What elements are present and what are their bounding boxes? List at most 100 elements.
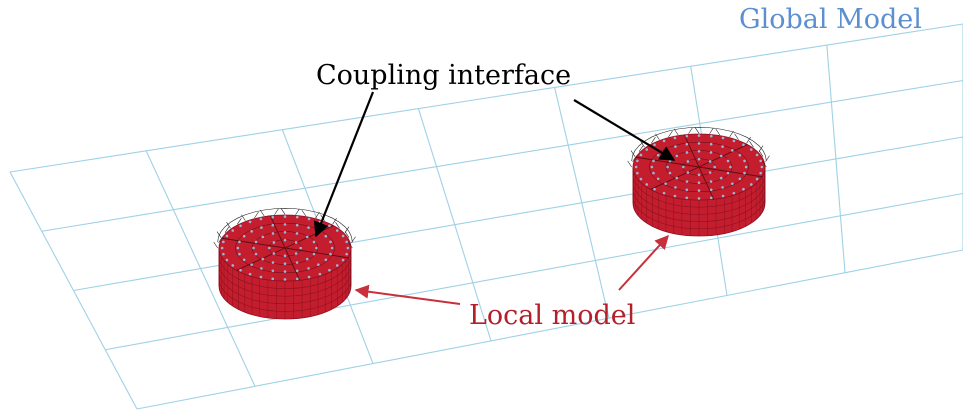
rim-wire-line bbox=[226, 222, 231, 229]
rim-wire-line bbox=[280, 208, 286, 215]
mesh-node bbox=[668, 171, 672, 175]
mesh-node bbox=[664, 149, 667, 152]
mesh-node bbox=[697, 149, 701, 153]
mesh-node bbox=[675, 176, 679, 180]
mesh-node bbox=[248, 272, 252, 276]
coupling-rim-wire bbox=[627, 127, 770, 168]
grid-line-col bbox=[9, 171, 138, 410]
mesh-node bbox=[328, 224, 331, 228]
mesh-node bbox=[283, 270, 287, 273]
mesh-node bbox=[685, 196, 689, 200]
mesh-node bbox=[681, 165, 685, 169]
mesh-node bbox=[307, 275, 311, 279]
rim-wire-line bbox=[709, 127, 714, 134]
mesh-node bbox=[732, 191, 736, 195]
mesh-node bbox=[307, 226, 310, 229]
mesh-node bbox=[283, 238, 287, 242]
global-model-label: Global Model bbox=[739, 4, 922, 35]
mesh-node bbox=[708, 171, 712, 174]
rim-wire-line bbox=[241, 214, 246, 221]
rim-wire-line bbox=[216, 231, 222, 238]
mesh-node bbox=[755, 153, 759, 157]
mesh-node bbox=[324, 234, 328, 238]
mesh-node bbox=[668, 159, 672, 163]
grid-line-row bbox=[105, 192, 963, 351]
mesh-node bbox=[709, 151, 713, 154]
rim-wire-line bbox=[344, 231, 350, 238]
local-model-left bbox=[213, 208, 356, 320]
mesh-node bbox=[639, 153, 643, 157]
mesh-node bbox=[697, 189, 701, 192]
mesh-node bbox=[220, 246, 224, 250]
grid-line-row bbox=[73, 136, 963, 292]
mesh-node bbox=[634, 165, 638, 169]
mesh-node bbox=[295, 223, 299, 227]
mesh-node bbox=[685, 134, 689, 138]
mesh-node bbox=[283, 230, 287, 234]
mesh-node bbox=[295, 277, 299, 281]
mesh-node bbox=[242, 234, 246, 238]
mesh-node bbox=[267, 246, 271, 250]
mesh-node bbox=[254, 252, 258, 256]
mesh-node bbox=[271, 277, 275, 281]
mesh-node bbox=[686, 171, 690, 174]
rim-wire-ring bbox=[631, 127, 767, 162]
mesh-node bbox=[697, 173, 701, 177]
mesh-node bbox=[721, 186, 724, 189]
mesh-node bbox=[673, 136, 677, 140]
mesh-node bbox=[674, 145, 677, 148]
rim-wire-line bbox=[746, 137, 751, 144]
mesh-node bbox=[664, 182, 667, 185]
mesh-node bbox=[294, 241, 298, 244]
mesh-node bbox=[330, 246, 334, 250]
mesh-node bbox=[742, 143, 745, 147]
mesh-node bbox=[738, 153, 742, 157]
rim-wire-line bbox=[694, 127, 700, 134]
mesh-node bbox=[685, 188, 689, 192]
mesh-node bbox=[324, 258, 328, 262]
mesh-node bbox=[312, 252, 316, 256]
rim-wire-line bbox=[638, 145, 644, 152]
mesh-node bbox=[295, 269, 299, 273]
mesh-node bbox=[250, 263, 253, 266]
mesh-node bbox=[259, 275, 263, 279]
rim-wire-line bbox=[627, 160, 632, 168]
mesh-node bbox=[248, 220, 252, 224]
mesh-node bbox=[732, 139, 736, 143]
rim-wire-line bbox=[688, 127, 693, 134]
mesh-node bbox=[697, 142, 701, 145]
mesh-node bbox=[709, 180, 713, 183]
rim-wire-line bbox=[673, 128, 679, 136]
mesh-node bbox=[755, 177, 759, 181]
grid-line-col bbox=[417, 108, 492, 342]
mesh-node bbox=[652, 171, 655, 175]
mesh-node bbox=[250, 230, 253, 233]
mesh-node bbox=[721, 136, 725, 140]
mesh-node bbox=[272, 241, 276, 244]
mesh-node bbox=[749, 183, 753, 186]
mesh-node bbox=[271, 269, 275, 273]
mesh-node bbox=[299, 246, 303, 250]
mesh-node bbox=[225, 258, 229, 262]
mesh-node bbox=[239, 224, 242, 228]
mesh-node bbox=[271, 261, 275, 264]
rim-wire-line bbox=[651, 137, 656, 144]
grid-line-col bbox=[554, 87, 610, 319]
mesh-node bbox=[636, 159, 639, 163]
mesh-node bbox=[731, 149, 734, 152]
rim-wire-line bbox=[668, 130, 673, 138]
local-model-right bbox=[627, 127, 770, 237]
coupling-mesh bbox=[220, 215, 350, 281]
grid-line-row bbox=[41, 79, 963, 232]
rim-wire-line bbox=[762, 160, 767, 168]
local-model-arrow-right bbox=[618, 234, 669, 291]
mesh-node bbox=[283, 278, 287, 281]
rim-wire-line bbox=[213, 241, 218, 249]
mesh-node bbox=[674, 186, 677, 189]
mesh-node bbox=[721, 194, 725, 198]
mesh-node bbox=[653, 143, 656, 147]
mesh-node bbox=[685, 180, 689, 183]
mesh-node bbox=[709, 142, 713, 146]
mesh-node bbox=[307, 267, 310, 270]
